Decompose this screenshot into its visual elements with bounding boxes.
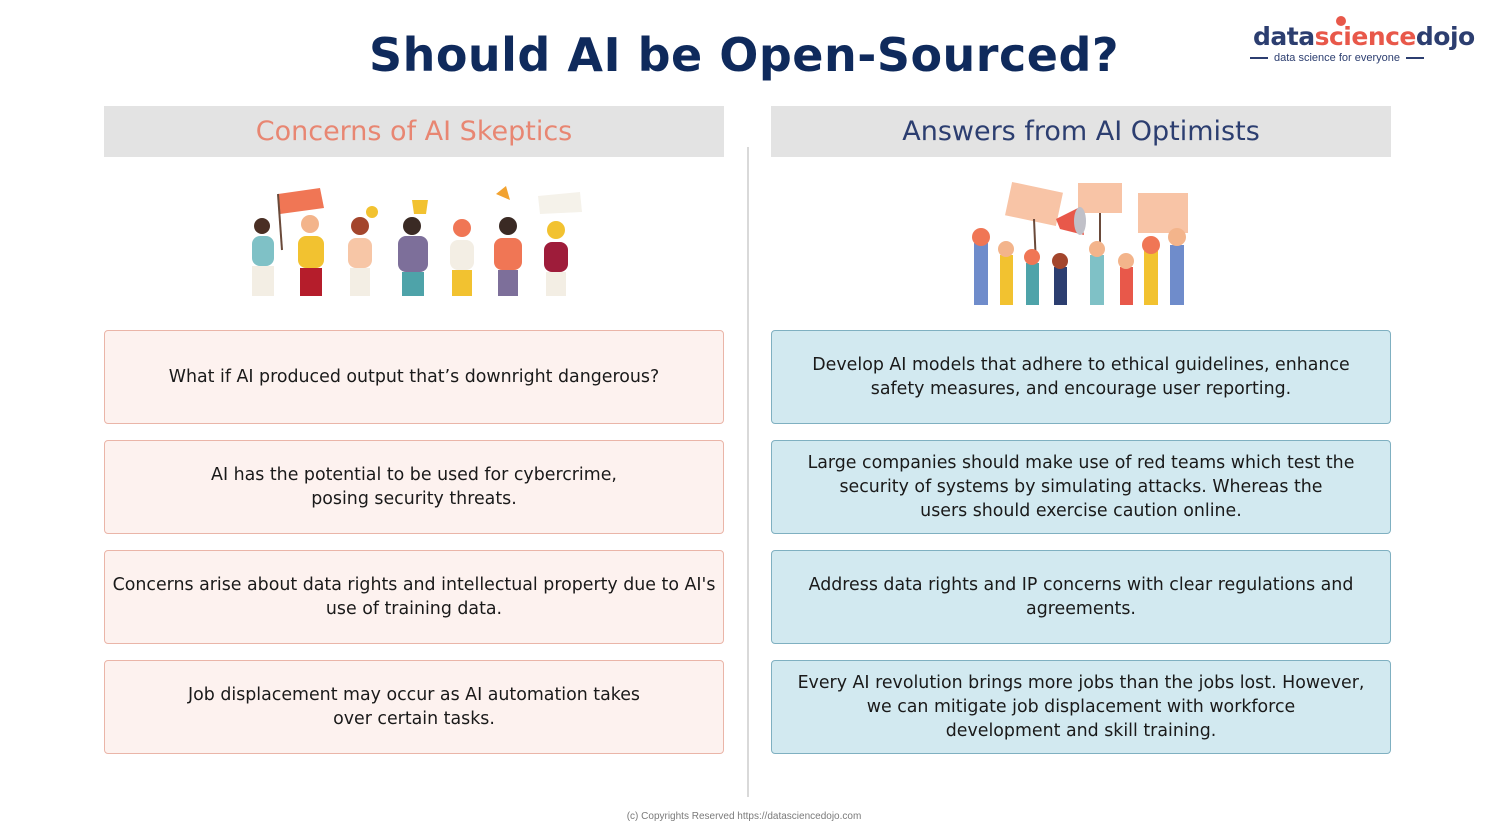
concern-card-data-rights: Concerns arise about data rights and int…	[104, 550, 724, 644]
answer-card-ethical-guidelines: Develop AI models that adhere to ethical…	[771, 330, 1391, 424]
sign-icon	[1078, 183, 1122, 213]
copyright-footer: (c) Copyrights Reserved https://datascie…	[626, 811, 862, 822]
column-divider	[747, 147, 749, 797]
logo-part-science: science	[1314, 22, 1417, 51]
optimists-header: Answers from AI Optimists	[771, 106, 1391, 157]
flag-icon	[538, 192, 582, 214]
medal-icon	[366, 206, 378, 218]
logo-tagline-bar-right	[1405, 57, 1424, 59]
datasciencedojo-logo: datasciencedojo data science for everyon…	[1250, 16, 1475, 70]
flag-icon	[278, 188, 324, 214]
logo-tagline-bar-left	[1250, 57, 1268, 59]
sign-icon	[1005, 181, 1063, 227]
protesting-crowd-illustration	[252, 186, 582, 296]
page-title: Should AI be Open-Sourced?	[368, 28, 1120, 82]
answer-card-red-teams: Large companies should make use of red t…	[771, 440, 1391, 534]
torch-icon	[496, 186, 510, 200]
concern-card-cybercrime: AI has the potential to be used for cybe…	[104, 440, 724, 534]
logo-dot-icon	[1336, 16, 1346, 26]
logo-part-data: data	[1253, 22, 1315, 51]
logo-part-dojo: dojo	[1415, 22, 1475, 51]
logo-tagline: data science for everyone	[1274, 52, 1400, 64]
skeptics-header: Concerns of AI Skeptics	[104, 106, 724, 157]
answer-card-workforce-development: Every AI revolution brings more jobs tha…	[771, 660, 1391, 754]
concern-card-dangerous-output: What if AI produced output that’s downri…	[104, 330, 724, 424]
logo-tagline-row: data science for everyone	[1250, 52, 1450, 64]
raised-hands-signs-illustration	[972, 181, 1188, 305]
answer-card-regulations: Address data rights and IP concerns with…	[771, 550, 1391, 644]
concern-card-job-displacement: Job displacement may occur as AI automat…	[104, 660, 724, 754]
sign-icon	[1138, 193, 1188, 233]
trophy-icon	[412, 200, 428, 214]
logo-wordmark: datasciencedojo	[1253, 22, 1475, 51]
